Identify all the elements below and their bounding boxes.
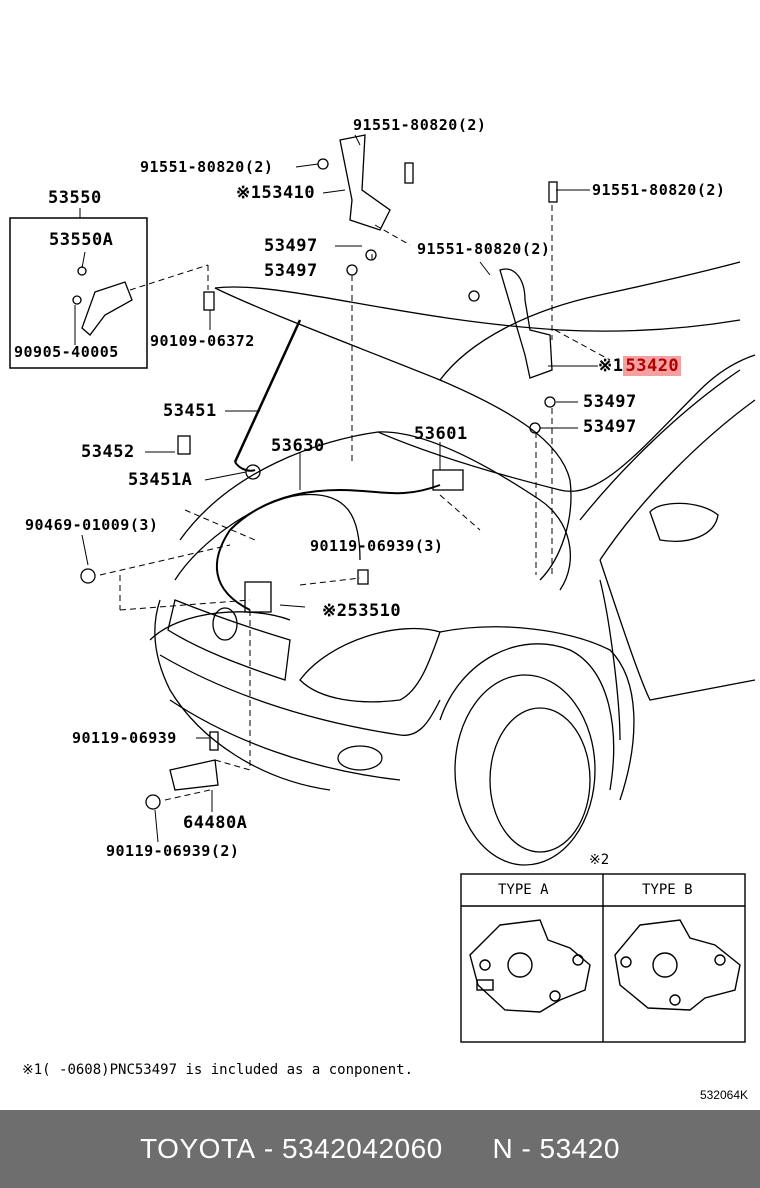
hinge-53420 (499, 268, 553, 379)
footnote: ※1( -0608)PNC53497 is included as a conp… (22, 1062, 414, 1078)
release-cable (229, 484, 441, 531)
label-53410: ※153410 (236, 183, 316, 203)
headlight (299, 628, 441, 703)
footer-part-number: 5342042060 (282, 1133, 443, 1164)
inset-53550-box (9, 217, 148, 369)
footer-bar: TOYOTA - 5342042060 N - 53420 (0, 1110, 760, 1188)
label-90119-2: 90119-06939(2) (106, 842, 240, 860)
footer-pnc: N - 53420 (492, 1133, 620, 1164)
label-90119-single: 90119-06939 (72, 729, 177, 747)
grille (167, 599, 291, 681)
hood-outline (214, 286, 741, 332)
label-53601: 53601 (414, 424, 468, 444)
label-91551-mid: 91551-80820(2) (417, 240, 551, 258)
inset-title: ※2 (589, 852, 610, 868)
inset-type-b-label: TYPE B (642, 882, 693, 898)
label-53550a: 53550A (49, 230, 114, 250)
label-53630: 53630 (271, 436, 325, 456)
hinge-53410 (339, 134, 391, 231)
label-53550: 53550 (48, 188, 102, 208)
label-53497-c: 53497 (583, 392, 637, 412)
label-90905: 90905-40005 (14, 343, 119, 361)
footer-brand: TOYOTA (140, 1133, 256, 1164)
fender (439, 626, 635, 801)
diagram-code: 532064K (699, 1088, 748, 1102)
lock-type-b (614, 919, 741, 1011)
wheel (454, 674, 596, 866)
label-53497-d: 53497 (583, 417, 637, 437)
label-90109: 90109-06372 (150, 332, 255, 350)
inset-type-a-label: TYPE A (498, 882, 549, 898)
label-53451: 53451 (163, 401, 217, 421)
label-91551-right: 91551-80820(2) (592, 181, 726, 199)
label-53420-mark: ※1 (598, 356, 624, 376)
wheel-arch (439, 643, 615, 791)
mirror (649, 502, 719, 542)
label-91551-left: 91551-80820(2) (140, 158, 274, 176)
label-64480a: 64480A (183, 813, 248, 833)
label-53497-b: 53497 (264, 261, 318, 281)
label-53420-highlight: 53420 (623, 356, 682, 376)
label-53510: ※253510 (322, 601, 402, 621)
label-53497-a: 53497 (264, 236, 318, 256)
lock-type-a (469, 919, 591, 1013)
label-53451a: 53451A (128, 470, 193, 490)
label-53452: 53452 (81, 442, 135, 462)
label-90469: 90469-01009(3) (25, 516, 159, 534)
hood-parts-diagram (9, 134, 756, 1043)
label-91551-top: 91551-80820(2) (353, 116, 487, 134)
label-90119-3: 90119-06939(3) (310, 537, 444, 555)
